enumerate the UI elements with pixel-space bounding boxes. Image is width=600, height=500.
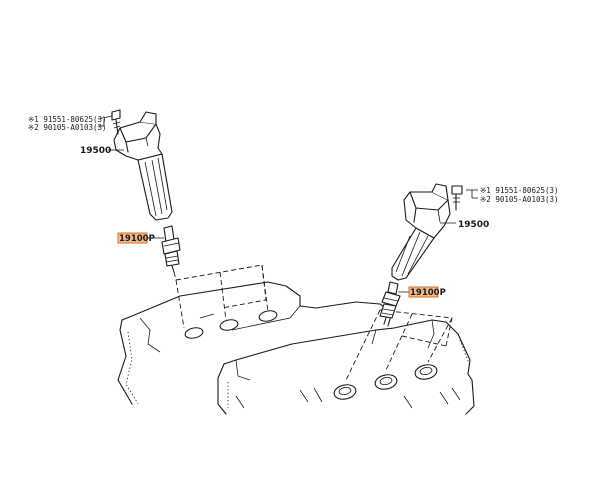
right-coil-part-number: 19500 xyxy=(458,220,489,230)
right-callout-2: ※2 90105-A0103(3) xyxy=(480,195,559,204)
spark-plug-right xyxy=(379,281,401,325)
right-callout-1: ※1 91551-80625(3) xyxy=(480,186,559,195)
left-plug-highlight xyxy=(117,232,148,244)
left-callout-1: ※1 91551-80625(3) xyxy=(28,115,107,124)
left-callout-2: ※2 90105-A0103(3) xyxy=(28,123,107,132)
right-plug-part-number[interactable]: 19100P xyxy=(410,288,446,298)
plug-leader-left xyxy=(173,271,177,281)
left-plug-part-number[interactable]: 19100P xyxy=(119,234,155,244)
ignition-coil-left xyxy=(111,109,173,221)
left-coil-part-number: 19500 xyxy=(80,146,111,156)
leader-lines xyxy=(97,115,478,293)
position-guide-right xyxy=(345,309,453,381)
spark-plug-left xyxy=(161,225,181,273)
engine-block xyxy=(117,281,475,415)
right-plug-highlight xyxy=(408,286,439,298)
position-guide-left xyxy=(175,264,269,329)
ignition-coil-right xyxy=(391,183,463,281)
